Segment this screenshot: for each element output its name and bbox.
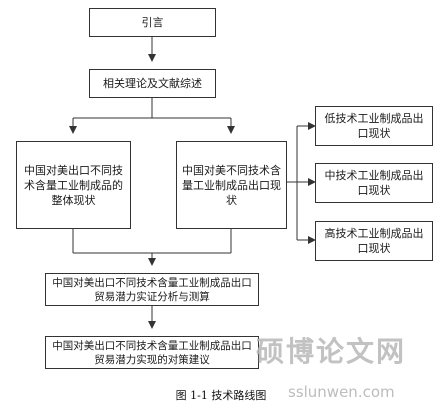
watermark-logo: 硕博论文网: [256, 335, 407, 368]
node-mid-tech-status: 中技术工业制成品出口现状: [315, 163, 433, 203]
node-literature-review: 相关理论及文献综述: [89, 69, 216, 98]
figure-caption: 图 1-1 技术路线图: [175, 389, 267, 402]
node-policy-suggestions: 中国对美出口不同技术含量工业制成品出口贸易潜力实现的对策建议: [45, 336, 259, 369]
watermark-url: sslunwen.com: [288, 383, 395, 401]
node-intro: 引言: [89, 8, 216, 37]
node-high-tech-status: 高技术工业制成品出口现状: [315, 221, 433, 261]
node-low-tech-status: 低技术工业制成品出口现状: [315, 106, 433, 146]
node-status-by-tech-level: 中国对美不同技术含量工业制成品出口现状: [176, 141, 287, 229]
node-overall-status: 中国对美出口不同技术含量工业制成品的整体现状: [16, 141, 131, 229]
node-empirical-analysis: 中国对美出口不同技术含量工业制成品出口贸易潜力实证分析与测算: [45, 273, 259, 306]
